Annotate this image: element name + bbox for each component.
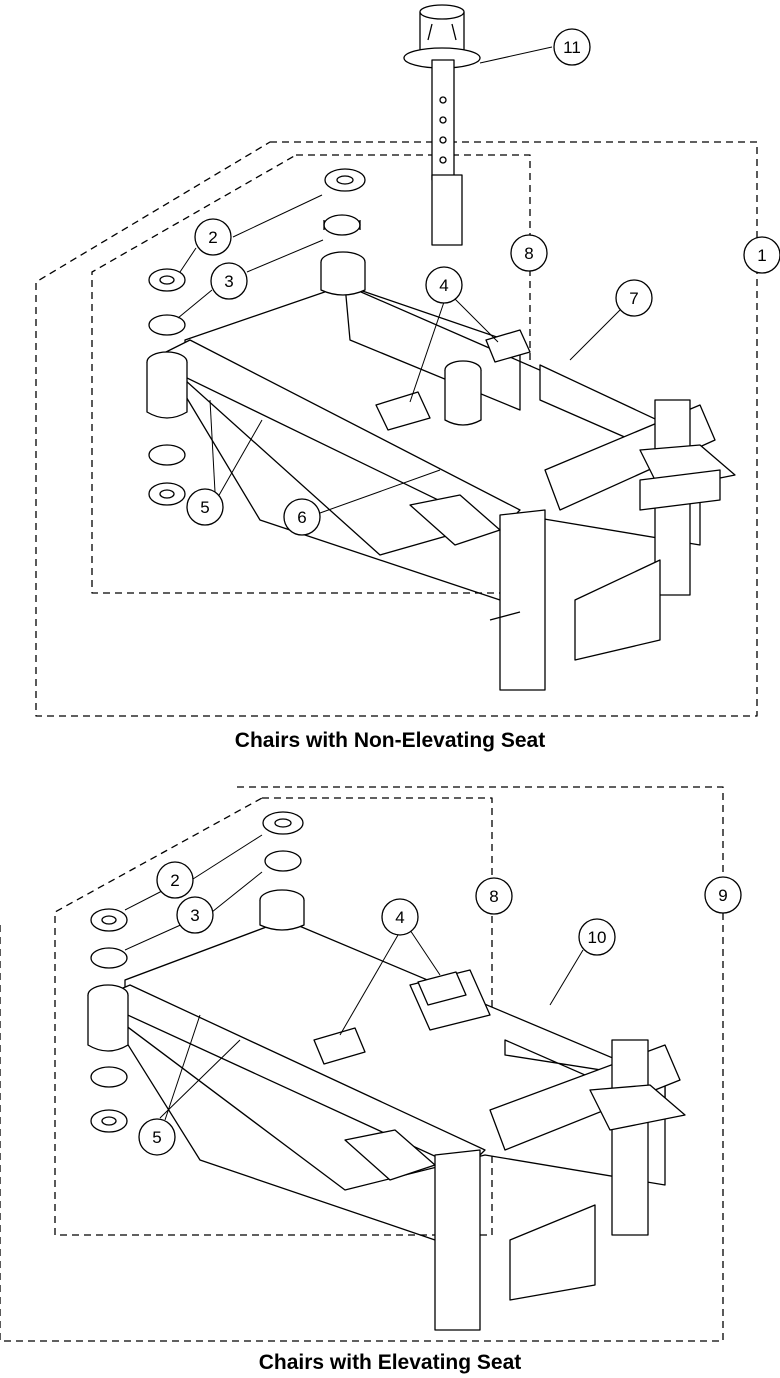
callout-3: 3 <box>176 896 214 934</box>
non-elevating-assembly: 11 2 3 8 1 4 7 5 6 <box>35 4 780 717</box>
svg-text:5: 5 <box>200 498 209 517</box>
elevating-assembly: 2 3 4 8 9 10 5 <box>0 786 742 1342</box>
svg-text:9: 9 <box>718 886 727 905</box>
callout-10: 10 <box>578 918 616 956</box>
pad-lower <box>375 391 431 431</box>
callout-5: 5 <box>138 1118 176 1156</box>
base-frame <box>149 284 736 691</box>
callout-5: 5 <box>186 488 224 526</box>
group-8-boundary <box>54 797 493 1236</box>
callout-9: 9 <box>704 876 742 914</box>
svg-text:8: 8 <box>524 244 533 263</box>
svg-text:6: 6 <box>297 508 306 527</box>
group-1-boundary <box>35 141 758 717</box>
svg-text:3: 3 <box>190 906 199 925</box>
leaders-top <box>177 46 621 514</box>
caption-non-elevating: Chairs with Non-Elevating Seat <box>234 729 546 752</box>
caption-elevating: Chairs with Elevating Seat <box>258 1351 522 1374</box>
callout-8: 8 <box>510 234 548 272</box>
svg-text:2: 2 <box>170 871 179 890</box>
group-8-boundary <box>91 154 531 594</box>
svg-text:1: 1 <box>757 246 766 265</box>
svg-text:11: 11 <box>563 38 581 57</box>
svg-text:7: 7 <box>629 289 638 308</box>
callout-2: 2 <box>194 218 232 256</box>
svg-text:4: 4 <box>395 908 404 927</box>
callout-1: 1 <box>743 236 780 274</box>
bearings-bottom <box>90 811 304 1133</box>
base-frame <box>94 919 686 1331</box>
callout-3: 3 <box>210 262 248 300</box>
svg-text:2: 2 <box>208 228 217 247</box>
callout-6: 6 <box>283 498 321 536</box>
front-left-pivot <box>87 984 129 1052</box>
seat-post <box>403 4 481 246</box>
front-left-pivot <box>146 351 188 419</box>
callout-4: 4 <box>381 898 419 936</box>
pad-upper <box>485 329 531 363</box>
svg-text:8: 8 <box>489 887 498 906</box>
callout-8: 8 <box>475 877 513 915</box>
callout-7: 7 <box>615 279 653 317</box>
svg-text:10: 10 <box>588 928 607 947</box>
svg-text:4: 4 <box>439 276 448 295</box>
leaders-bottom <box>124 834 584 1121</box>
rear-pivot <box>259 889 305 931</box>
callout-4: 4 <box>425 266 463 304</box>
bearings-top <box>148 168 366 506</box>
pad-upper <box>417 971 467 1006</box>
group-9-boundary <box>0 786 724 1342</box>
svg-text:5: 5 <box>152 1128 161 1147</box>
callout-2: 2 <box>156 861 194 899</box>
rear-pivot <box>320 251 482 426</box>
svg-text:3: 3 <box>224 272 233 291</box>
callout-11: 11 <box>553 28 591 66</box>
